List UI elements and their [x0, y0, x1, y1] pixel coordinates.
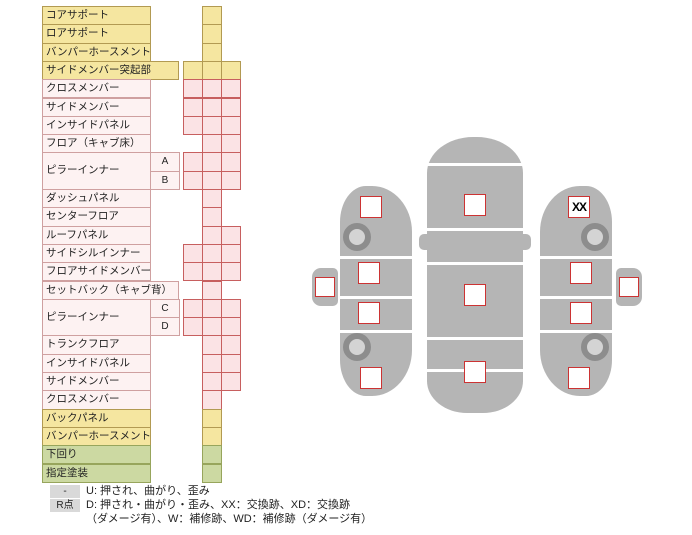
damage-check-cell[interactable] [221, 170, 241, 190]
diagram-check-square-left-rear-fender[interactable] [360, 367, 382, 389]
diagram-check-square-right-rear-door[interactable] [570, 302, 592, 324]
top-view-divider [427, 262, 523, 265]
diagram-check-square-left-sill[interactable] [315, 277, 335, 297]
legend-text-u: U: 押され、曲がり、歪み [86, 485, 210, 498]
pillar-row-label: D [150, 317, 180, 337]
top-view-divider [427, 163, 523, 166]
diagram-check-square-right-sill[interactable] [619, 277, 639, 297]
part-label: インサイドパネル [42, 353, 151, 373]
part-label: フロア（キャブ床） [42, 134, 151, 154]
left-side-divider [340, 296, 412, 299]
left-side-divider [340, 330, 412, 333]
diagram-check-square-right-front-fender[interactable]: XX [568, 196, 590, 218]
left-front-wheel-icon [343, 223, 371, 251]
diagram-check-square-top-roof[interactable] [464, 284, 486, 306]
diagram-check-square-left-front-fender[interactable] [360, 196, 382, 218]
left-rear-wheel-icon [343, 333, 371, 361]
top-view-divider [427, 337, 523, 340]
diagram-check-square-right-rear-fender[interactable] [568, 367, 590, 389]
part-label: フロアサイドメンバー [42, 262, 151, 282]
right-side-divider [540, 256, 612, 259]
part-label: サイドメンバー突起部 [42, 60, 179, 81]
parts-table: コアサポートロアサポートバンパーホースメントサイドメンバー突起部クロスメンバーサ… [42, 6, 252, 486]
diagram-check-square-left-rear-door[interactable] [358, 302, 380, 324]
car-right-side-body [540, 186, 612, 396]
right-front-wheel-icon [581, 223, 609, 251]
right-side-divider [540, 296, 612, 299]
right-side-divider [540, 330, 612, 333]
part-label: 指定塗装 [42, 463, 151, 483]
legend-line-3: （ダメージ有）、W：補修跡、WD：補修跡（ダメージ有） [86, 513, 372, 526]
left-mirror-icon [419, 234, 428, 250]
damage-check-cell[interactable] [221, 372, 241, 392]
part-label: クロスメンバー [42, 390, 151, 410]
diagram-check-square-top-hood[interactable] [464, 194, 486, 216]
legend-key-rpoint: R点 [50, 499, 80, 512]
part-label: ピラーインナー [42, 298, 151, 337]
damage-check-cell[interactable] [202, 463, 222, 483]
part-label: セットバック（キャブ背） [42, 280, 179, 300]
part-label: バンパーホースメント [42, 42, 151, 62]
car-left-side-body [340, 186, 412, 396]
legend-line-1: -U: 押され、曲がり、歪み [50, 485, 210, 498]
diagram-check-square-top-rear[interactable] [464, 361, 486, 383]
top-view-divider [427, 228, 523, 231]
part-label: バックパネル [42, 408, 151, 428]
legend-text-continued: （ダメージ有）、W：補修跡、WD：補修跡（ダメージ有） [86, 513, 373, 525]
right-mirror-icon [522, 234, 531, 250]
left-side-divider [340, 256, 412, 259]
diagram-check-square-right-front-door[interactable] [570, 262, 592, 284]
part-label: クロスメンバー [42, 79, 151, 99]
pillar-row-label: B [150, 170, 180, 190]
legend-line-2: R点 D: 押され・曲がり・歪み、XX：交換跡、XD：交換跡 [50, 499, 350, 512]
legend-key-dash: - [50, 485, 80, 498]
damage-check-cell[interactable] [221, 262, 241, 282]
legend-text-d: D: 押され・曲がり・歪み、XX：交換跡、XD：交換跡 [86, 499, 351, 512]
right-rear-wheel-icon [581, 333, 609, 361]
part-label: サイドシルインナー [42, 243, 151, 264]
part-label: サイドメンバー [42, 97, 151, 117]
diagram-check-square-left-front-door[interactable] [358, 262, 380, 284]
